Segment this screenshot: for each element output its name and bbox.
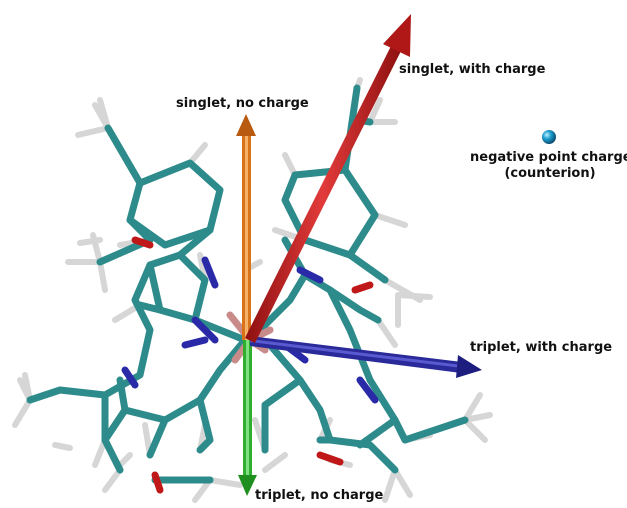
dipole-arrows xyxy=(236,14,482,496)
arrow-singlet-no-charge xyxy=(236,114,256,340)
label-triplet-no-charge: triplet, no charge xyxy=(255,488,384,503)
label-point-charge-line2: (counterion) xyxy=(504,166,596,181)
arrow-triplet-with-charge xyxy=(250,336,482,378)
arrow-singlet-with-charge xyxy=(245,14,411,343)
arrow-triplet-no-charge xyxy=(238,340,257,496)
label-singlet-with-charge: singlet, with charge xyxy=(399,62,546,77)
label-triplet-with-charge: triplet, with charge xyxy=(470,340,613,355)
molecule-structure xyxy=(12,77,493,503)
label-point-charge-line1: negative point charge xyxy=(470,150,627,165)
label-singlet-no-charge: singlet, no charge xyxy=(176,96,309,111)
label-point-charge: negative point charge (counterion) xyxy=(470,150,627,182)
oxygen-bonds xyxy=(131,236,374,494)
nitrogen-bonds xyxy=(121,256,379,404)
point-charge-sphere xyxy=(542,130,556,144)
carbon-bonds xyxy=(26,84,469,484)
